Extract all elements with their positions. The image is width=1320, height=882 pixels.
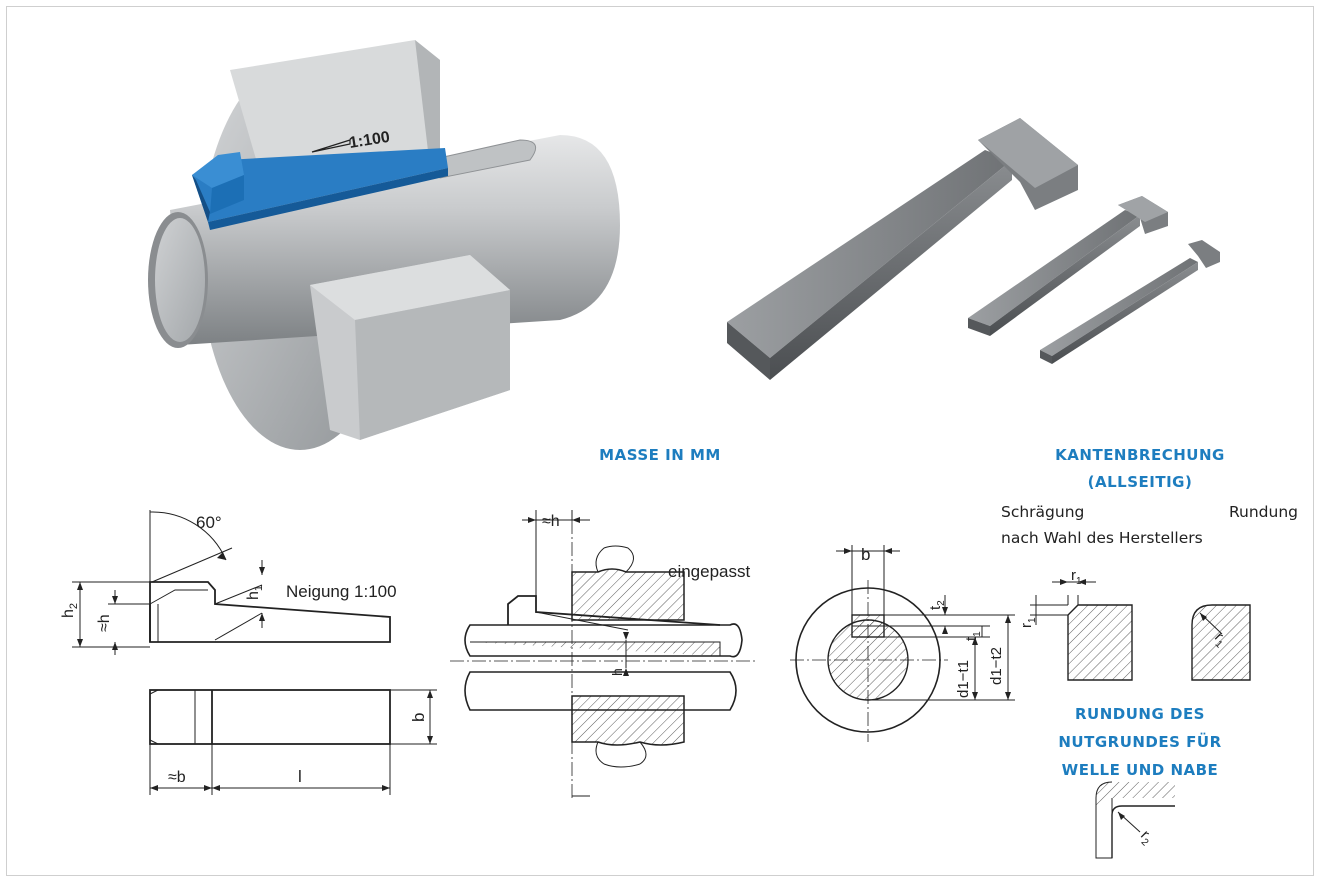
taper-marking: 1:100 [348, 129, 391, 152]
assembly-h: h [609, 668, 625, 676]
edge-note-line2: nach Wahl des Herstellers [1001, 529, 1203, 547]
heading-edge-breaking-2: (ALLSEITIG) [1088, 473, 1193, 491]
r1-top-label: r1 [1071, 567, 1082, 587]
heading-dimensions: MASSE IN MM [599, 446, 721, 464]
d1-t2-label: d1−t2 [988, 647, 1005, 685]
h1-label: h1 [245, 585, 265, 600]
medium-key [968, 196, 1168, 336]
section-b-label: b [861, 545, 870, 564]
fitted-label: eingepasst [668, 562, 751, 581]
groove-root [1111, 805, 1175, 858]
t1-label: t1 [963, 631, 983, 641]
cross-section-drawing: b t2 t1 d1−t1 d1−t2 [790, 545, 1015, 742]
edge-note-right: Rundung [1229, 503, 1298, 521]
gib-head-key [192, 148, 448, 230]
approx-h-label: ≈h [96, 614, 113, 632]
corner-details: r1 r1 r1 r2 [1018, 567, 1251, 859]
h2-label: h2 [60, 603, 80, 618]
key-drawing: 60° h2 ≈h h1 Neigung 1:100 b [60, 510, 437, 795]
slope-label: Neigung 1:100 [286, 582, 397, 601]
heading-edge-breaking-1: KANTENBRECHUNG [1055, 446, 1225, 464]
heading-groove-rounding-1: RUNDUNG DES [1075, 705, 1205, 723]
key-top-view [149, 689, 391, 745]
t2-label: t2 [927, 600, 947, 610]
small-key [1040, 240, 1220, 364]
assembly-drawing: ≈h eingepasst h [450, 510, 758, 800]
edge-note-left: Schrägung [1001, 503, 1084, 521]
chamfer-corner [1067, 604, 1133, 681]
l-label: l [298, 767, 302, 786]
steel-keys-photo [727, 118, 1220, 380]
taper-symbol [311, 139, 351, 153]
rounded-corner [1191, 604, 1251, 681]
assembly-illustration: 1:100 [148, 40, 620, 450]
d1-t1-label: d1−t1 [955, 660, 972, 698]
r1-side-label: r1 [1018, 617, 1038, 628]
approx-b-label: ≈b [168, 769, 186, 786]
large-key [727, 118, 1078, 380]
figure-frame [6, 6, 1314, 876]
assembly-approx-h: ≈h [542, 513, 560, 530]
heading-groove-rounding-2: NUTGRUNDES FÜR [1058, 732, 1221, 751]
angle-label: 60° [196, 513, 222, 532]
heading-groove-rounding-3: WELLE UND NABE [1062, 761, 1219, 779]
b-label: b [409, 713, 428, 722]
